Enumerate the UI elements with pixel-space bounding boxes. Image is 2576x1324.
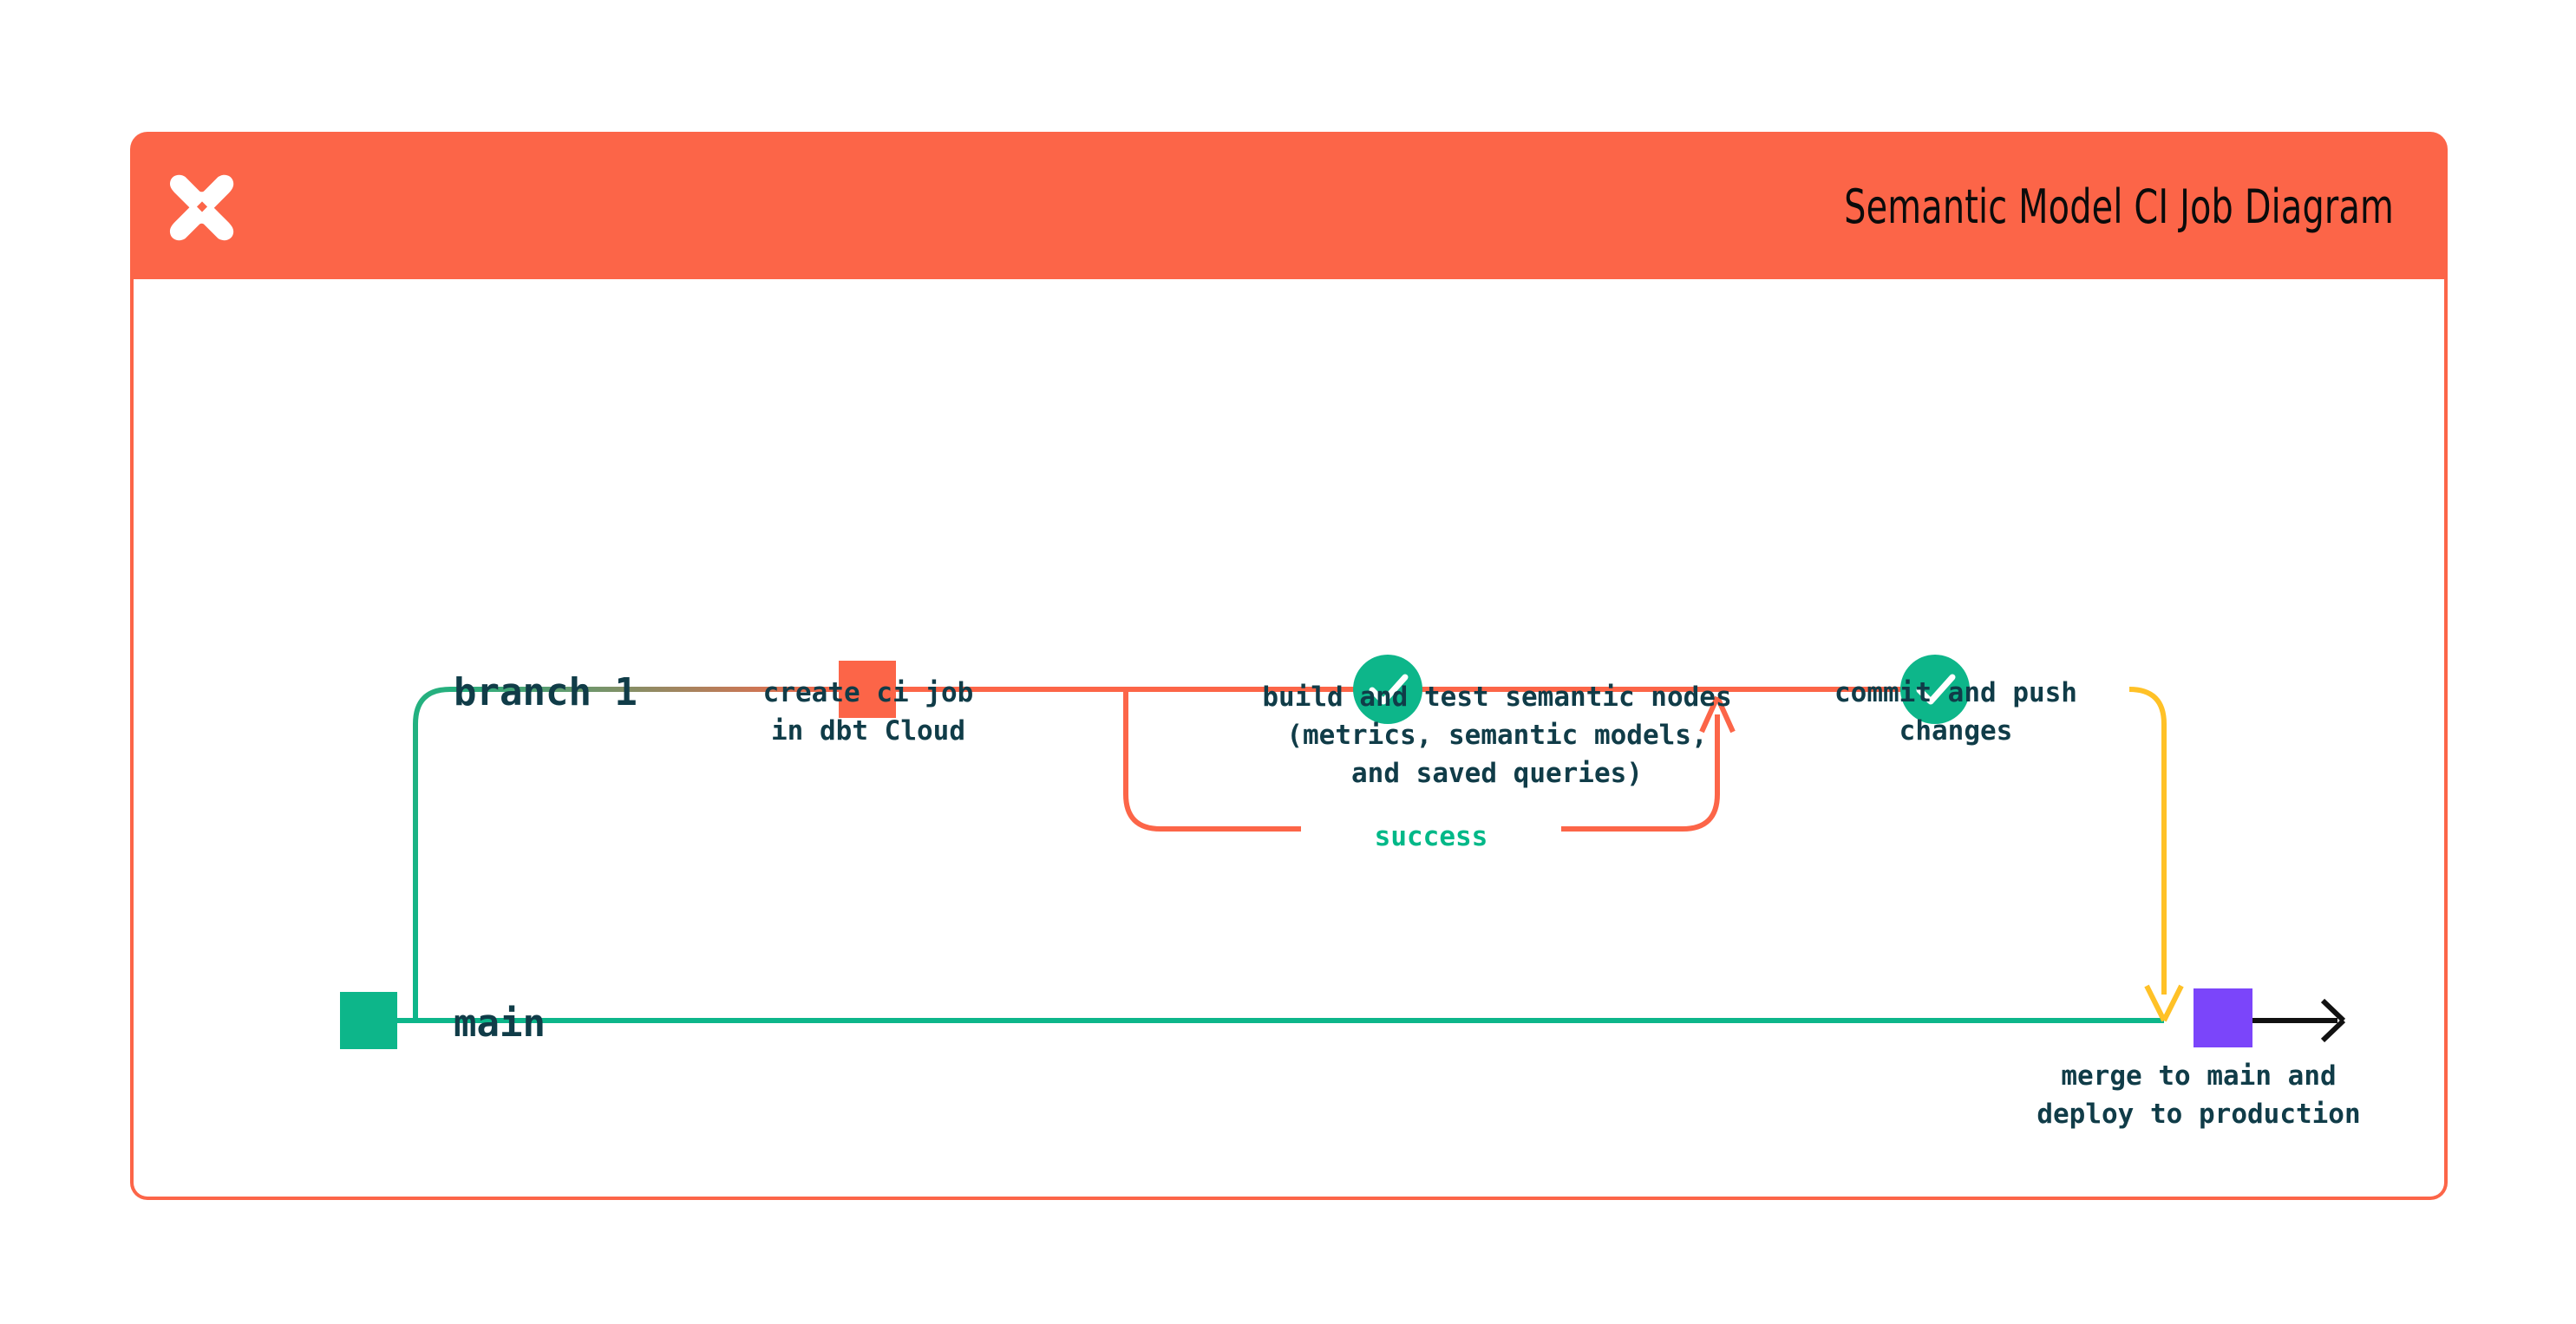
edge-label-success: success (1301, 821, 1561, 852)
node-label-merge-to-main: merge to main and deploy to production (2037, 1060, 2361, 1130)
dbt-logo-icon (169, 174, 234, 241)
lane-label-branch1: branch 1 (454, 670, 637, 714)
node-label-commit-and-push: commit and push changes (1834, 677, 2077, 747)
diagram-card: Semantic Model CI Job Diagram (130, 132, 2448, 1200)
card-header: Semantic Model CI Job Diagram (130, 132, 2448, 281)
lane-label-main: main (454, 1001, 546, 1046)
page-title: Semantic Model CI Job Diagram (1844, 179, 2394, 234)
node-label-create-ci-job: create ci job in dbt Cloud (762, 677, 974, 747)
node-label-build-and-test: build and test semantic nodes (metrics, … (1262, 682, 1732, 789)
